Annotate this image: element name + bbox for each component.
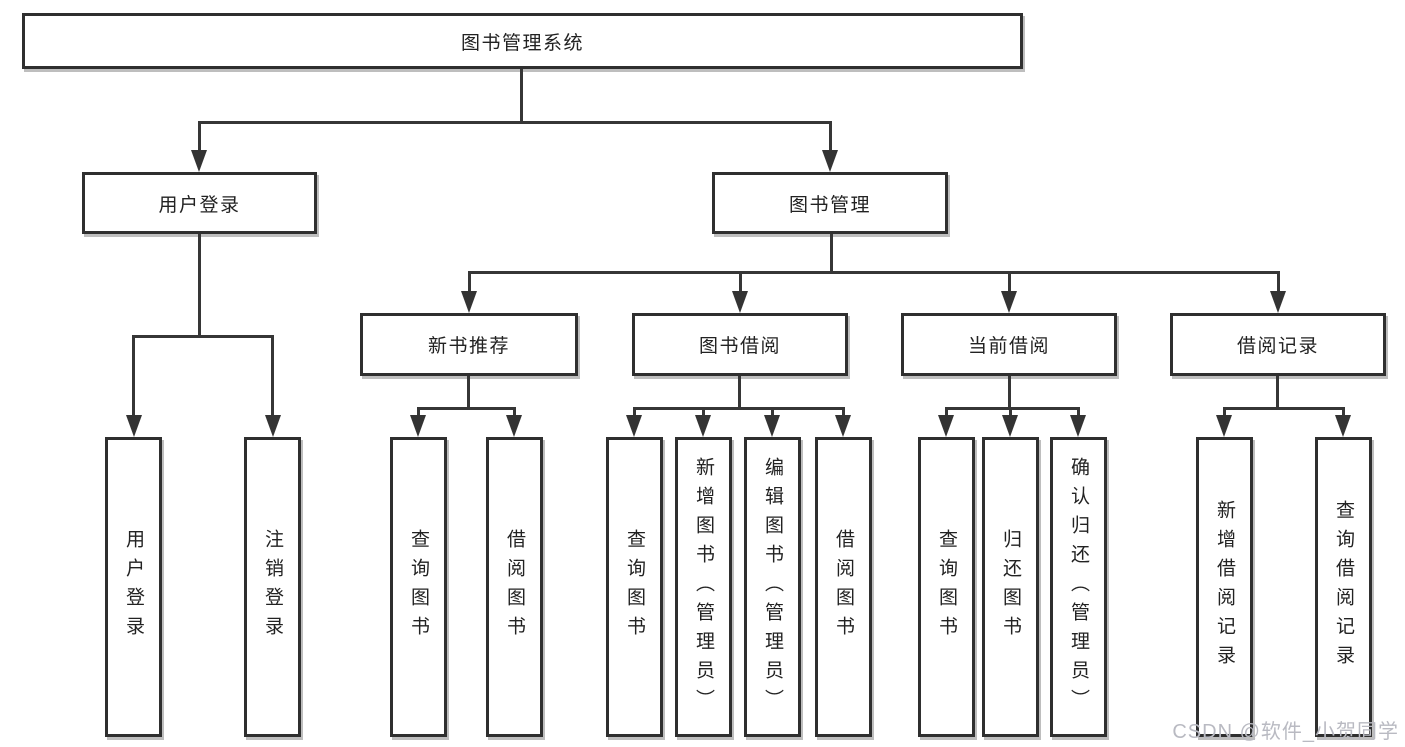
leaf-logout: 注销登录 [244, 437, 301, 737]
connector-vline [1223, 407, 1226, 415]
connector-vline [132, 335, 135, 415]
connector-vline [633, 407, 636, 415]
arrow-down-icon [1216, 415, 1232, 437]
connector-vline [702, 407, 705, 415]
arrow-down-icon [695, 415, 711, 437]
leaf-add-books-admin: 新增图书（管理员） [675, 437, 732, 737]
arrow-down-icon [191, 150, 207, 172]
arrow-down-icon [1270, 291, 1286, 313]
node-root-library-system: 图书管理系统 [22, 13, 1023, 69]
connector-vline [468, 271, 471, 291]
csdn-watermark: CSDN @软件_小贺同学 [1172, 721, 1399, 743]
arrow-down-icon [835, 415, 851, 437]
arrow-down-icon [1335, 415, 1351, 437]
node-new-book-recommend: 新书推荐 [360, 313, 578, 376]
leaf-query-books-current: 查询图书 [918, 437, 975, 737]
connector-hline [468, 271, 1280, 274]
node-book-management: 图书管理 [712, 172, 948, 234]
connector-vline [1077, 407, 1080, 415]
connector-vline [198, 121, 201, 150]
connector-hline [417, 407, 516, 410]
leaf-borrow-books-recommend: 借阅图书 [486, 437, 543, 737]
connector-hline [633, 407, 845, 410]
connector-vline [198, 234, 201, 335]
arrow-down-icon [732, 291, 748, 313]
leaf-query-borrow-record: 查询借阅记录 [1315, 437, 1372, 737]
node-user-login: 用户登录 [82, 172, 317, 234]
arrow-down-icon [1002, 415, 1018, 437]
connector-vline [738, 376, 741, 407]
connector-vline [417, 407, 420, 415]
arrow-down-icon [764, 415, 780, 437]
connector-vline [1009, 407, 1012, 415]
connector-vline [771, 407, 774, 415]
arrow-down-icon [506, 415, 522, 437]
connector-vline [945, 407, 948, 415]
leaf-query-books-recommend: 查询图书 [390, 437, 447, 737]
node-borrow-records: 借阅记录 [1170, 313, 1386, 376]
connector-vline [1276, 376, 1279, 407]
arrow-down-icon [626, 415, 642, 437]
arrow-down-icon [265, 415, 281, 437]
arrow-down-icon [822, 150, 838, 172]
leaf-edit-books-admin: 编辑图书（管理员） [744, 437, 801, 737]
connector-vline [271, 335, 274, 415]
connector-vline [1277, 271, 1280, 291]
leaf-return-books: 归还图书 [982, 437, 1039, 737]
node-current-borrowing: 当前借阅 [901, 313, 1117, 376]
arrow-down-icon [1001, 291, 1017, 313]
leaf-add-borrow-record: 新增借阅记录 [1196, 437, 1253, 737]
arrow-down-icon [938, 415, 954, 437]
leaf-borrow-books: 借阅图书 [815, 437, 872, 737]
connector-vline [1008, 271, 1011, 291]
arrow-down-icon [1070, 415, 1086, 437]
connector-vline [739, 271, 742, 291]
connector-vline [842, 407, 845, 415]
leaf-user-login: 用户登录 [105, 437, 162, 737]
connector-vline [520, 69, 523, 121]
arrow-down-icon [410, 415, 426, 437]
connector-vline [1008, 376, 1011, 407]
arrow-down-icon [126, 415, 142, 437]
connector-vline [1342, 407, 1345, 415]
node-book-borrowing: 图书借阅 [632, 313, 848, 376]
connector-hline [945, 407, 1080, 410]
connector-vline [467, 376, 470, 407]
connector-vline [829, 121, 832, 150]
connector-vline [513, 407, 516, 415]
connector-vline [830, 234, 833, 271]
arrow-down-icon [461, 291, 477, 313]
connector-hline [198, 121, 832, 124]
leaf-confirm-return-admin: 确认归还（管理员） [1050, 437, 1107, 737]
connector-hline [132, 335, 274, 338]
connector-hline [1223, 407, 1345, 410]
leaf-query-books-borrowing: 查询图书 [606, 437, 663, 737]
